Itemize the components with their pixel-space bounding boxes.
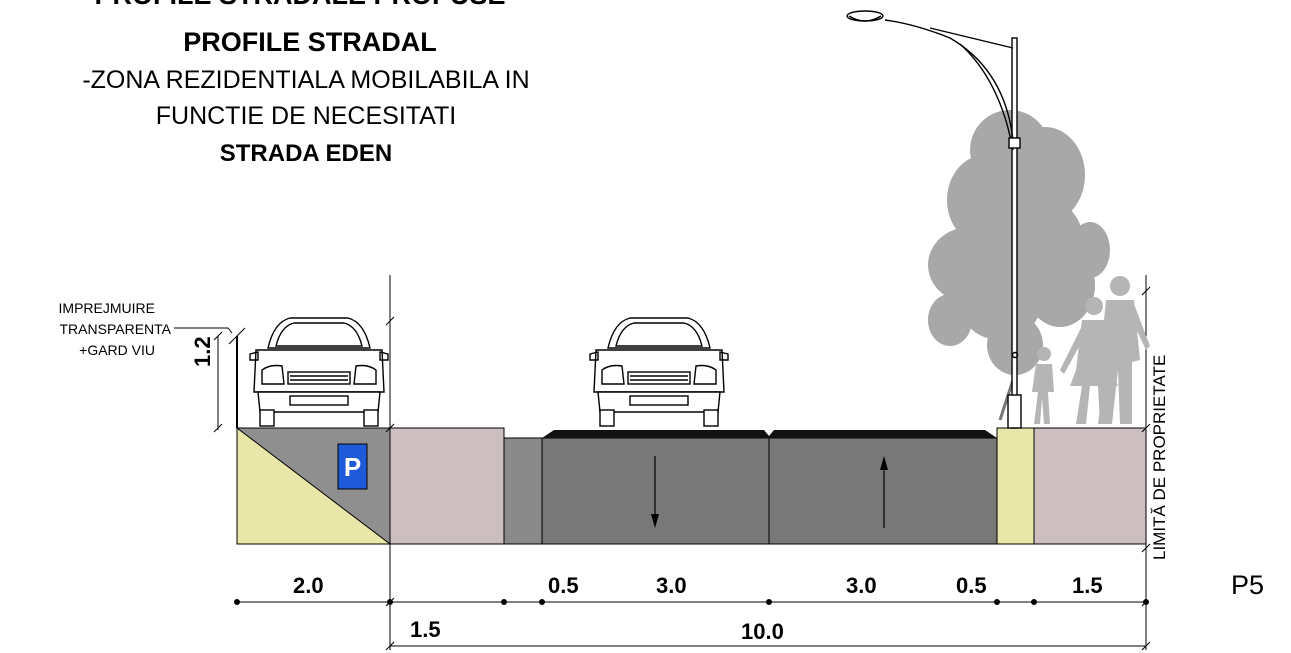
fence-height-dimension	[213, 331, 223, 433]
dim-left-sidewalk: 1.5	[410, 617, 441, 642]
dim-right-sidewalk: 1.5	[1072, 573, 1103, 598]
dim-right-curb: 0.5	[956, 573, 987, 598]
fence-height-label: 1.2	[190, 336, 215, 367]
pedestrians-icon	[1032, 276, 1150, 424]
fence-leader-line	[174, 327, 233, 334]
asphalt-surface	[542, 430, 997, 438]
left-sidewalk	[389, 427, 505, 545]
street-lamp-icon	[846, 10, 1022, 429]
street-name: STRADA EDEN	[219, 140, 393, 167]
parking-sign-letter: P	[344, 452, 361, 482]
dim-lane-right: 3.0	[846, 573, 877, 598]
tree-strip	[996, 427, 1035, 545]
arrow-up-icon	[880, 456, 888, 528]
arrow-down-icon	[651, 456, 659, 528]
dimension-lines	[234, 597, 1151, 651]
right-sidewalk	[1033, 427, 1147, 545]
parking-sign-icon: P	[337, 443, 368, 490]
fence-label-line-2: TRANSPARENTA	[59, 321, 172, 337]
fence-label-line-3: +GARD VIU	[79, 342, 155, 358]
dim-total-width: 10.0	[741, 619, 784, 644]
profile-id: P5	[1231, 570, 1265, 600]
left-curb-strip	[503, 437, 543, 545]
dim-private-yard: 2.0	[293, 573, 324, 598]
dim-lane-left: 3.0	[656, 573, 687, 598]
fence-label-line-1: IMPREJMUIRE	[58, 300, 155, 316]
car-on-lane-icon	[589, 317, 729, 427]
dim-left-curb: 0.5	[548, 573, 579, 598]
subtitle-line-1: -ZONA REZIDENTIALA MOBILABILA IN	[82, 66, 530, 94]
lane-right	[768, 437, 998, 545]
property-limit-label: LIMITĂ DE PROPRIETATE	[1150, 354, 1169, 560]
parked-car-icon	[249, 317, 389, 427]
subtitle-line-2: FUNCTIE DE NECESITATI	[155, 102, 457, 130]
title-line-2: PROFILE STRADAL	[183, 27, 437, 57]
fence	[228, 327, 246, 428]
title-line-1: PROFILE STRADALE PROPUSE	[0, 0, 600, 11]
